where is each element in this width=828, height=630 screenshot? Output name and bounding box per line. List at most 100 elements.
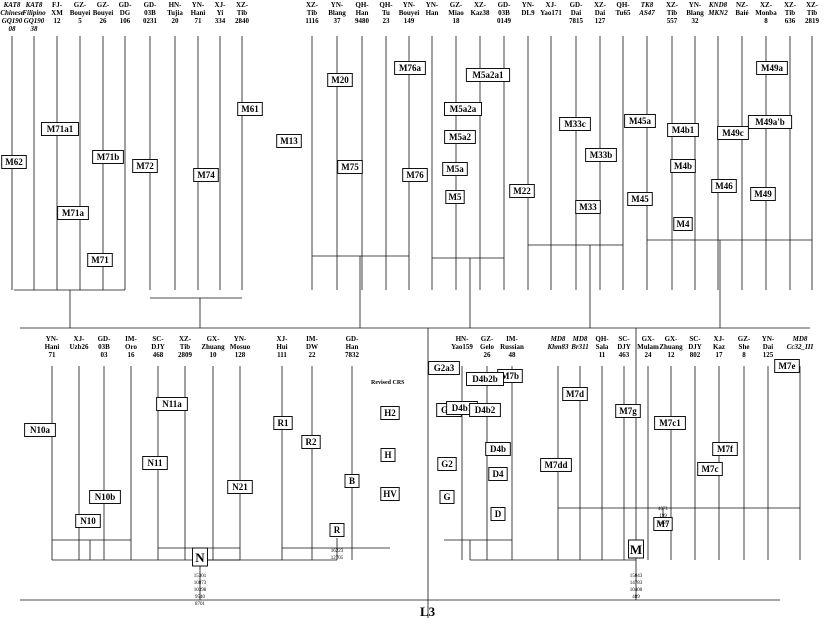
haplogroup-label: M49c	[722, 128, 744, 138]
sample-label-line: Zhuang	[659, 343, 683, 351]
haplogroup-label: M71a1	[47, 124, 74, 134]
haplogroup-label: D4b	[490, 444, 506, 454]
haplogroup-node: M72	[132, 159, 158, 173]
haplogroup-node: H	[380, 448, 396, 462]
haplogroup-box	[485, 442, 511, 456]
sample-label-line: 22	[309, 351, 317, 359]
sample-label-line: 17	[716, 351, 724, 359]
sample-label-line: GD-	[98, 335, 112, 343]
sample-label-line: NZ-	[736, 1, 749, 9]
sample-label-line: DW	[306, 343, 318, 351]
sample-label-line: DJY	[688, 343, 702, 351]
mutation-label: 10400	[630, 588, 643, 593]
sample-label-line: Mosuo	[230, 343, 251, 351]
sample-label-line: KND8	[708, 1, 728, 9]
haplogroup-label: D4b2	[475, 405, 496, 415]
haplogroup-node: M74	[193, 168, 219, 182]
haplogroup-label: M20	[331, 75, 349, 85]
haplogroup-box	[615, 404, 641, 418]
sample-label-line: GZ-	[738, 335, 751, 343]
haplogroup-box	[92, 150, 124, 164]
haplogroup-box	[439, 490, 455, 504]
haplogroup-node: M49c	[717, 126, 749, 140]
sample-label-line: 20	[172, 17, 180, 25]
sample-label-line: Cc32_III	[787, 343, 814, 351]
haplogroup-label: M76	[406, 170, 424, 180]
sample-label-line: GQ190	[24, 17, 45, 25]
haplogroup-label: M5a2a1	[473, 70, 504, 80]
mutation-label: 8701	[195, 602, 206, 607]
sample-label-line: GD-	[346, 335, 360, 343]
sample-label-line: Kaz38	[470, 9, 490, 17]
haplogroup-box	[442, 162, 468, 176]
haplogroup-node: N10a	[24, 423, 56, 437]
haplogroup-box	[444, 102, 482, 116]
sample-label-line: HN-	[169, 1, 183, 9]
haplogroup-label: M7e	[779, 361, 796, 371]
sample-label-line: YN-	[331, 1, 344, 9]
sample-label-line: 125	[763, 351, 774, 359]
sample-label-line: Dai	[571, 9, 582, 17]
sample-label-line: 8	[764, 17, 768, 25]
mutation-label: 199	[659, 514, 667, 519]
haplogroup-node: G2a3	[428, 361, 460, 375]
haplogroup-box	[575, 200, 601, 214]
haplogroup-node: B	[344, 474, 360, 488]
sample-label-line: IM-	[506, 335, 518, 343]
haplogroup-label: H2	[384, 408, 396, 418]
haplogroup-label: G	[443, 492, 450, 502]
haplogroup-box	[276, 134, 302, 148]
haplogroup-box	[627, 192, 653, 206]
sample-label-line: 0149	[497, 17, 512, 25]
haplogroup-label: N21	[232, 482, 248, 492]
haplogroup-box	[697, 462, 723, 476]
haplogroup-box	[673, 217, 693, 231]
haplogroup-node: M76a	[394, 61, 426, 75]
sample-label-line: GQ190	[2, 17, 23, 25]
sample-label: HN-Yao159	[451, 335, 473, 351]
sample-label-line: 2840	[235, 17, 250, 25]
haplogroup-box	[394, 61, 426, 75]
haplogroup-box	[75, 514, 101, 528]
sample-label-line: Bouyei	[70, 9, 91, 17]
sample-label-line: 334	[215, 17, 226, 25]
sample-label-line: YN-	[234, 335, 247, 343]
sample-label-line: DJY	[617, 343, 631, 351]
haplogroup-node: M61	[237, 102, 263, 116]
root-label: L3	[420, 604, 436, 619]
sample-label-line: Miao	[448, 9, 464, 17]
sample-label-line: 149	[404, 17, 415, 25]
haplogroup-node: M71a	[57, 206, 89, 220]
sample-label-line: YN-	[426, 1, 439, 9]
sample-label-line: 128	[235, 351, 246, 359]
haplogroup-node: M49a'b	[747, 115, 793, 129]
sample-label-line: YN-	[522, 1, 535, 9]
haplogroup-box	[445, 190, 465, 204]
haplogroup-box	[711, 179, 737, 193]
haplogroup-box	[301, 435, 321, 449]
sample-label-line: Yao159	[451, 343, 473, 351]
mutation-label: 10398	[194, 588, 207, 593]
tree-backbone	[20, 327, 810, 600]
haplogroup-box	[712, 442, 738, 456]
sample-label-line: XJ-	[546, 1, 558, 9]
haplogroup-label: M7	[657, 519, 670, 529]
haplogroup-box	[329, 523, 345, 537]
sample-label-line: AS47	[638, 9, 655, 17]
sample-label-line: Blang	[686, 9, 704, 17]
haplogroup-node: M4	[673, 217, 693, 231]
sample-label-line: Hani	[45, 343, 60, 351]
sample-label-line: XZ-	[666, 1, 679, 9]
haplogroup-node: M7c1	[654, 416, 686, 430]
haplogroup-box	[540, 458, 572, 472]
sample-label-line: GD-	[144, 1, 158, 9]
